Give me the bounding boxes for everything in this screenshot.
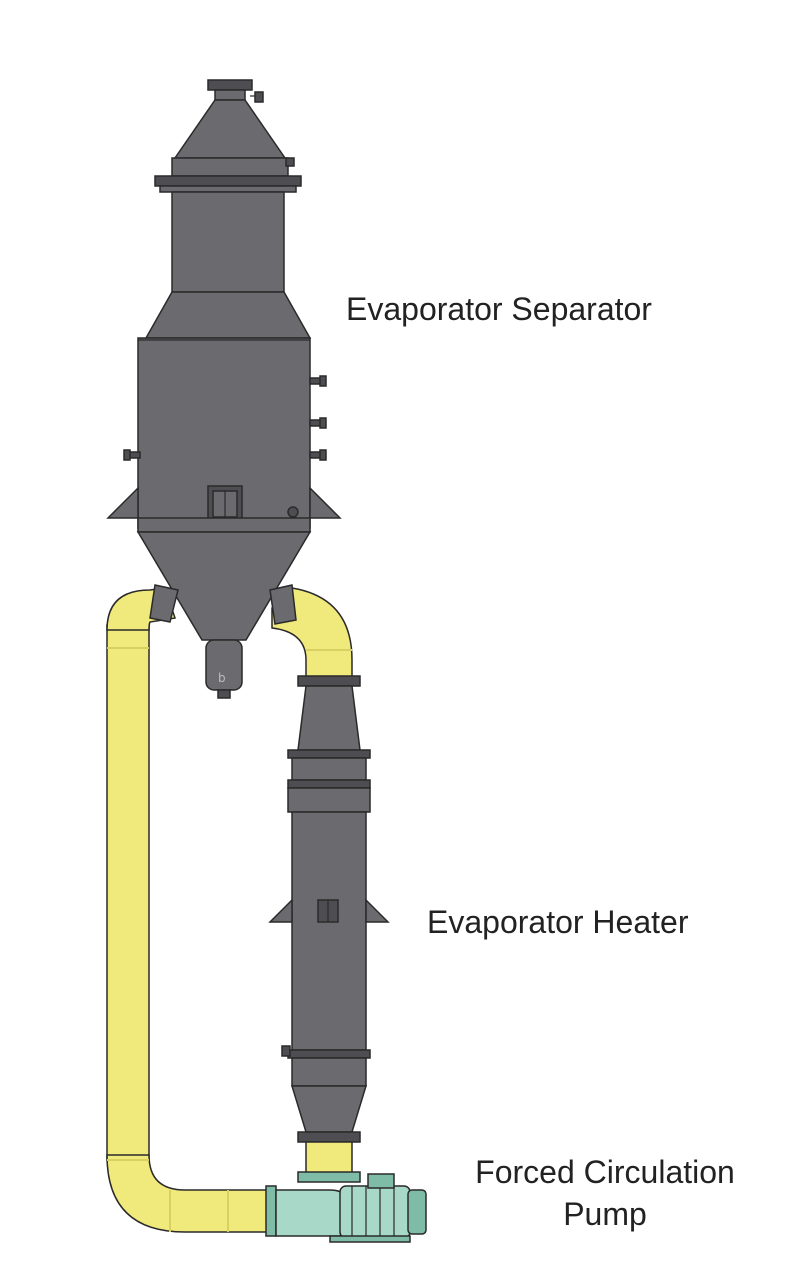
pump-label-line2: Pump: [563, 1195, 647, 1232]
heater-label: Evaporator Heater: [427, 904, 689, 940]
svg-text:b: b: [218, 671, 226, 685]
pump-label: Forced Circulation Pump: [450, 1152, 760, 1235]
return-pipe: [106, 587, 273, 1233]
forced-circulation-pump: [265, 1171, 427, 1243]
pump-label-line1: Forced Circulation: [475, 1154, 735, 1190]
evaporator-heater: [268, 675, 390, 1143]
separator-label: Evaporator Separator: [346, 291, 652, 327]
evaporator-separator: b: [106, 79, 342, 699]
heater-pump-pipe: [305, 1141, 353, 1177]
